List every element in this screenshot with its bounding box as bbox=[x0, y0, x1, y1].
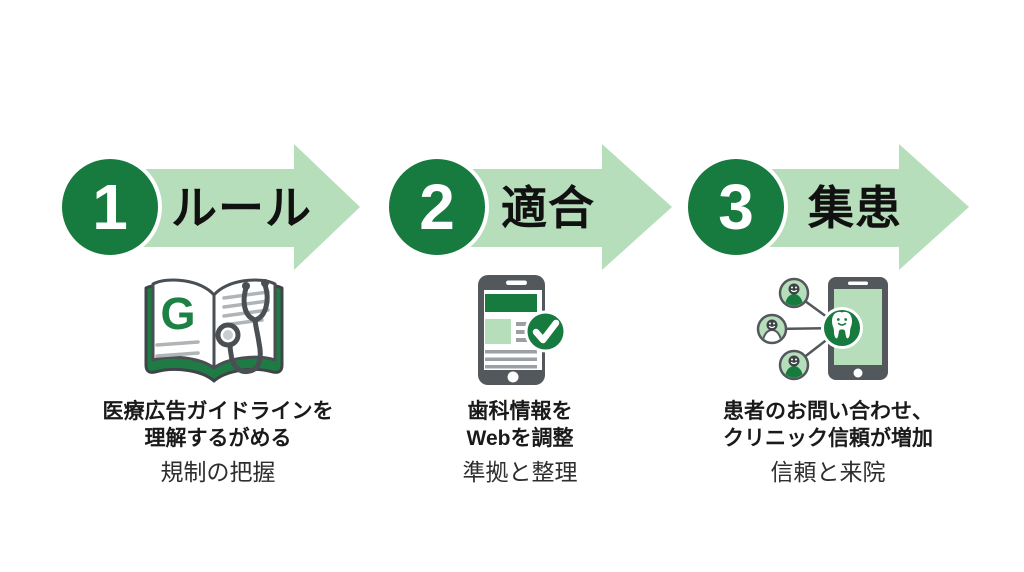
step-3-arrow-head bbox=[899, 144, 969, 270]
step-2-arrow-head bbox=[602, 144, 672, 270]
smartphone-checkmark-icon bbox=[470, 270, 570, 400]
checkmark-icon bbox=[524, 310, 567, 353]
patient-network-phone-tooth-icon bbox=[750, 268, 900, 398]
step-2-number-badge: 2 bbox=[385, 155, 489, 259]
book-letter: G bbox=[160, 288, 195, 339]
tooth-icon bbox=[821, 307, 863, 349]
step-1-description: 医療広告ガイドラインを 理解するがめる bbox=[68, 398, 368, 452]
step-3-label: 集患 bbox=[808, 182, 902, 234]
step-1-subtitle: 規制の把握 bbox=[160, 459, 276, 485]
step-2-subtitle: 準拠と整理 bbox=[462, 459, 578, 485]
step-3-number-badge: 3 bbox=[684, 155, 788, 259]
step-1-arrow-head bbox=[294, 144, 360, 270]
step-2-description: 歯科情報を Webを調整 bbox=[370, 398, 670, 452]
step-1-description-line1: 医療広告ガイドラインを bbox=[102, 400, 334, 423]
step-3-description: 患者のお問い合わせ、 クリニック信頼が増加 bbox=[678, 398, 978, 452]
patient-avatar bbox=[756, 313, 788, 345]
patient-avatar bbox=[778, 277, 810, 309]
step-1-label: ルール bbox=[171, 182, 312, 234]
step-3-subtitle: 信頼と来院 bbox=[770, 459, 886, 485]
step-2-label: 適合 bbox=[501, 182, 595, 234]
step-2-number: 2 bbox=[419, 171, 455, 243]
step-2-description-line2: Webを調整 bbox=[466, 427, 574, 450]
step-1-description-line2: 理解するがめる bbox=[144, 427, 292, 450]
patient-avatar bbox=[778, 349, 810, 381]
step-1-number-badge: 1 bbox=[58, 155, 162, 259]
step-3-description-line1: 患者のお問い合わせ、 bbox=[723, 400, 933, 423]
step-3-number: 3 bbox=[718, 171, 754, 243]
guideline-book-stethoscope-icon: G bbox=[140, 268, 290, 393]
step-2-description-line1: 歯科情報を bbox=[467, 400, 573, 423]
stethoscope-icon bbox=[215, 279, 270, 375]
step-3-description-line2: クリニック信頼が増加 bbox=[723, 427, 933, 450]
step-1-number: 1 bbox=[92, 171, 128, 243]
